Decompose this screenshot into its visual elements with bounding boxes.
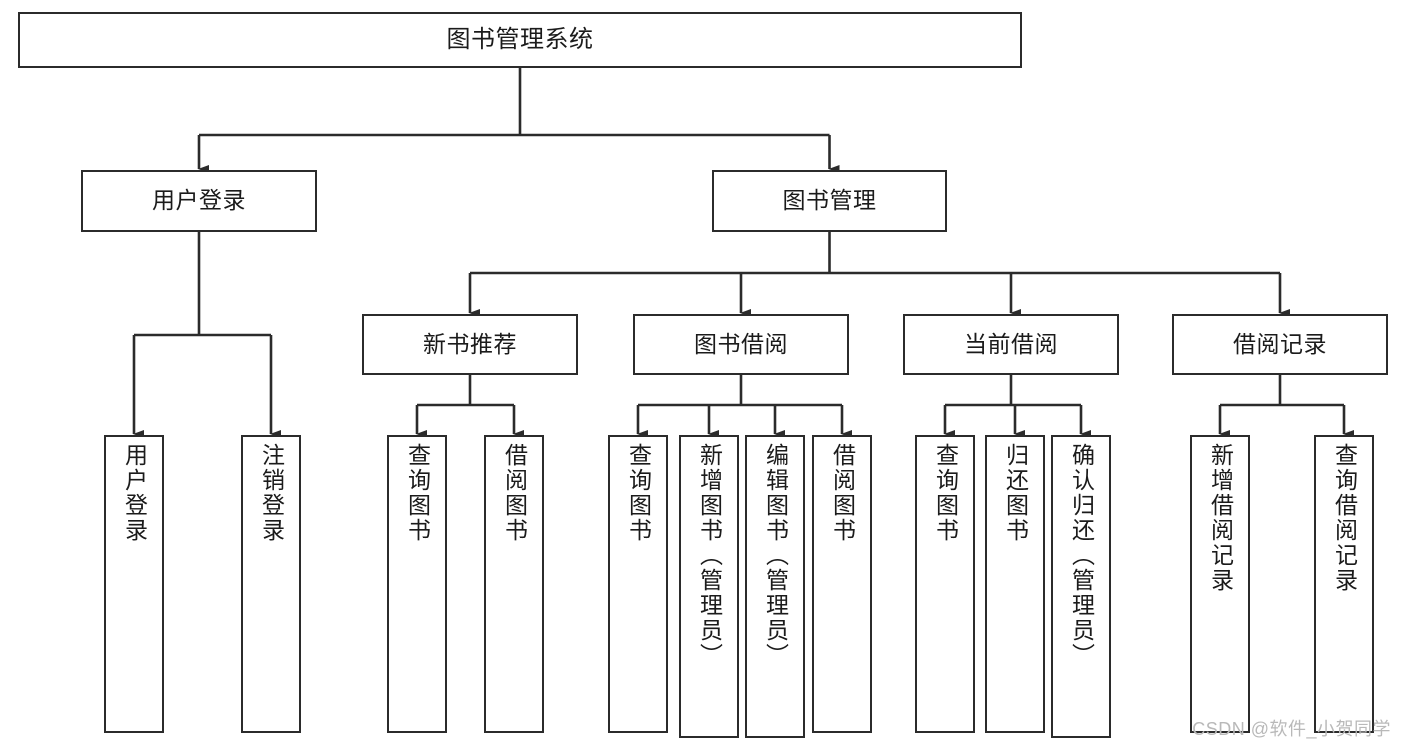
node-leaf-query-2[interactable]: 查询图书 (608, 435, 668, 733)
node-label: 借阅图书 (829, 443, 856, 543)
node-label: 查询图书 (932, 443, 959, 543)
node-label: 用户登录 (152, 187, 246, 214)
node-leaf-add-rec[interactable]: 新增借阅记录 (1190, 435, 1250, 733)
node-book-manage[interactable]: 图书管理 (712, 170, 947, 232)
node-label: 确认归还（管理员） (1068, 443, 1095, 668)
node-label: 当前借阅 (964, 330, 1058, 357)
node-leaf-query-rec[interactable]: 查询借阅记录 (1314, 435, 1374, 733)
node-root[interactable]: 图书管理系统 (18, 12, 1022, 68)
node-new-book-rec[interactable]: 新书推荐 (362, 314, 578, 375)
node-leaf-borrow-1[interactable]: 借阅图书 (484, 435, 544, 733)
node-label: 借阅图书 (501, 443, 528, 543)
node-label: 归还图书 (1002, 443, 1029, 543)
node-label: 注销登录 (258, 443, 285, 543)
node-leaf-edit-book[interactable]: 编辑图书（管理员） (745, 435, 805, 738)
node-current-borrow[interactable]: 当前借阅 (903, 314, 1119, 375)
node-leaf-logout[interactable]: 注销登录 (241, 435, 301, 733)
node-label: 新增图书（管理员） (696, 443, 723, 668)
node-label: 新书推荐 (423, 330, 517, 357)
node-leaf-query-1[interactable]: 查询图书 (387, 435, 447, 733)
node-book-borrow[interactable]: 图书借阅 (633, 314, 849, 375)
node-label: 新增借阅记录 (1207, 443, 1234, 593)
node-leaf-confirm[interactable]: 确认归还（管理员） (1051, 435, 1111, 738)
node-leaf-add-book[interactable]: 新增图书（管理员） (679, 435, 739, 738)
node-leaf-user-login[interactable]: 用户登录 (104, 435, 164, 733)
node-borrow-record[interactable]: 借阅记录 (1172, 314, 1388, 375)
node-label: 查询借阅记录 (1331, 443, 1358, 593)
node-label: 编辑图书（管理员） (762, 443, 789, 668)
node-label: 用户登录 (121, 443, 148, 543)
node-label: 借阅记录 (1233, 330, 1327, 357)
node-leaf-return[interactable]: 归还图书 (985, 435, 1045, 733)
node-label: 查询图书 (625, 443, 652, 543)
node-label: 图书借阅 (694, 330, 788, 357)
node-label: 图书管理系统 (446, 25, 594, 53)
node-label: 图书管理 (782, 187, 877, 214)
node-user-login[interactable]: 用户登录 (81, 170, 317, 232)
node-label: 查询图书 (404, 443, 431, 543)
node-leaf-query-3[interactable]: 查询图书 (915, 435, 975, 733)
edge-layer (132, 68, 1354, 438)
node-leaf-borrow-2[interactable]: 借阅图书 (812, 435, 872, 733)
